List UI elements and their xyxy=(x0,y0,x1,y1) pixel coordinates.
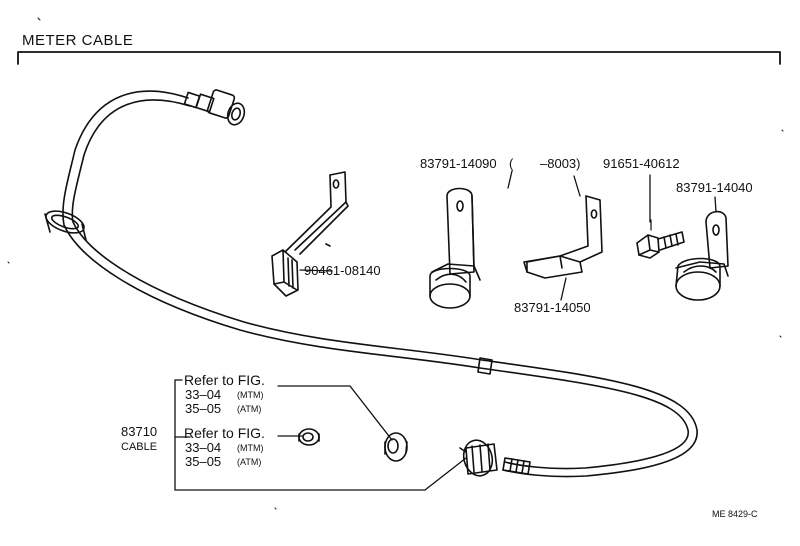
cable-top-fitting xyxy=(183,89,246,126)
clamp-83791-14040 xyxy=(675,210,729,301)
part-number-clamp-83791-14040: 83791-14040 xyxy=(676,180,753,195)
reference-2-title: Refer to FIG. xyxy=(184,425,265,441)
clamp-83791-14090 xyxy=(429,187,481,309)
leader-lines xyxy=(174,170,717,491)
washer-lower xyxy=(298,428,320,446)
reference-2-fig-2: 35–05 xyxy=(185,454,222,469)
washer-upper xyxy=(384,432,408,462)
print-specks xyxy=(7,17,784,510)
reference-1-fig-2: 35–05 xyxy=(185,401,222,416)
bolt-91651-40612 xyxy=(636,219,685,259)
cable-part-number: 83710 xyxy=(121,424,158,439)
reference-1-note-1: (MTM) xyxy=(237,390,264,400)
bracket-90461-08140 xyxy=(271,171,349,297)
reference-2-fig-1: 33–04 xyxy=(185,440,222,455)
part-number-range-open: ( xyxy=(509,156,514,171)
part-number-bolt-91651-40612: 91651-40612 xyxy=(603,156,680,171)
reference-1-title: Refer to FIG. xyxy=(184,372,265,388)
reference-1-note-2: (ATM) xyxy=(237,404,262,414)
reference-1-fig-1: 33–04 xyxy=(185,387,222,402)
cable-sleeve xyxy=(477,357,493,375)
diagram-title: METER CABLE xyxy=(22,32,134,49)
reference-2-note-2: (ATM) xyxy=(237,457,262,467)
cable-grommet xyxy=(44,210,87,241)
bracket-83791-14050 xyxy=(523,195,603,279)
part-number-bracket-83791-14050: 83791-14050 xyxy=(514,300,591,315)
part-number-clamp-83791-14090: 83791-14090 xyxy=(420,156,497,171)
drawing-code: ME 8429-C xyxy=(712,509,758,519)
title-frame xyxy=(17,51,781,65)
cable-name: CABLE xyxy=(121,441,158,453)
cable-drive-end xyxy=(459,439,531,477)
reference-2-note-1: (MTM) xyxy=(237,443,264,453)
meter-cable xyxy=(62,90,698,478)
part-number-bracket-90461-08140: 90461-08140 xyxy=(304,263,381,278)
part-number-range-close: –8003) xyxy=(540,156,581,171)
